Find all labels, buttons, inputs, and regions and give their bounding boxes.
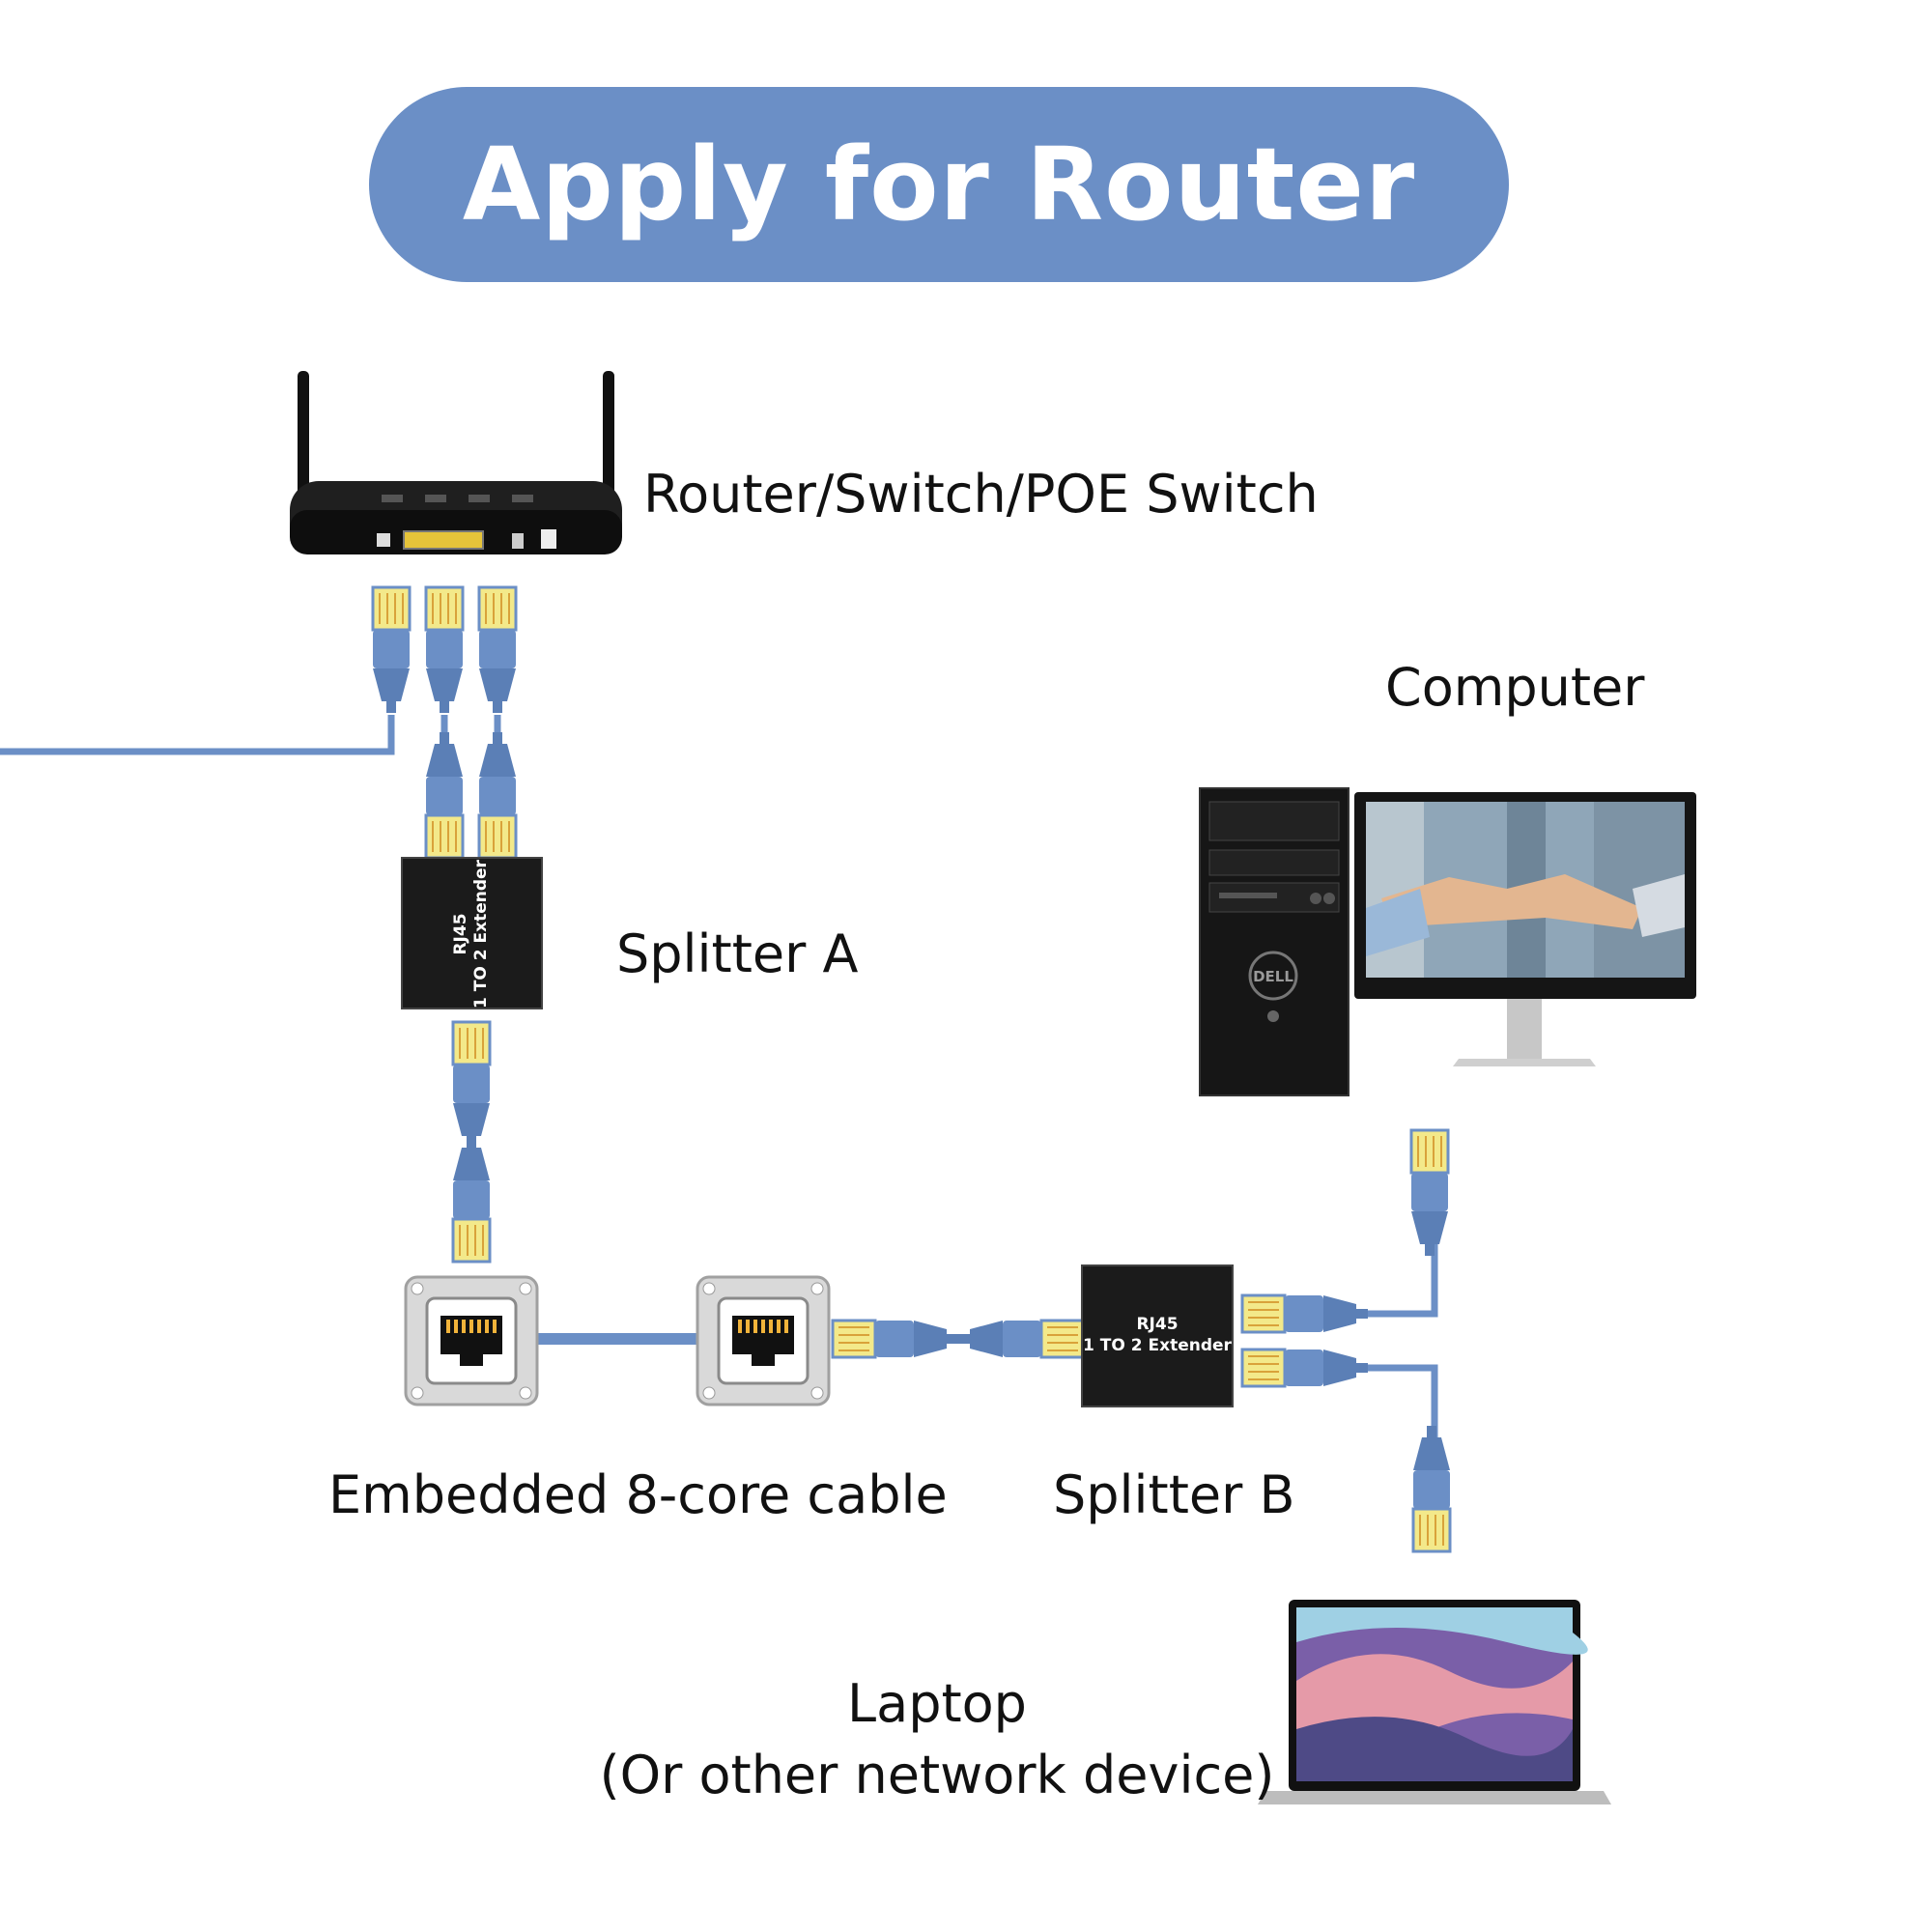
splitter-b-line2: 1 TO 2 Extender [1083,1336,1232,1355]
router-image [290,371,622,554]
wall-socket-b [696,1275,831,1406]
router-label: Router/Switch/POE Switch [643,464,1319,525]
laptop-plug [1411,1424,1452,1553]
splitter-b-in-plug [956,1319,1086,1359]
computer-tower-image: DELL [1199,787,1350,1096]
splitter-b-label: Splitter B [1053,1464,1295,1525]
cable-router-uplink [0,715,395,755]
dell-logo-text: DELL [1253,968,1293,985]
splitter-a-line1: RJ45 [451,913,470,954]
splitter-a-out-plug [451,1020,492,1150]
router-plug-1 [371,585,412,715]
splitter-b-out-plug-1 [1240,1293,1370,1334]
computer-label: Computer [1385,657,1645,718]
monitor-image [1354,792,1696,1066]
router-plug-2 [424,585,465,715]
laptop-label-line2: (Or other network device) [599,1745,1275,1805]
wall-socket-a [404,1275,539,1406]
splitter-a-line2: 1 TO 2 Extender [471,859,491,1008]
cable-splitter-b-laptop [1362,1364,1438,1439]
wall-a-plug [451,1134,492,1264]
wall-b-plug [831,1319,960,1359]
splitter-b-line1: RJ45 [1136,1315,1178,1334]
laptop-image [1258,1600,1611,1804]
cable-splitter-b-computer [1362,1236,1438,1318]
splitter-a-plug-1 [424,730,465,860]
title-banner: Apply for Router [369,87,1509,282]
splitter-b-image: RJ45 1 TO 2 Extender [1081,1264,1234,1407]
splitter-b-out-plug-2 [1240,1348,1370,1388]
banner-title: Apply for Router [462,126,1416,243]
laptop-label-line1: Laptop [847,1673,1027,1734]
splitter-a-image: RJ45 1 TO 2 Extender [401,857,543,1009]
splitter-a-plug-2 [477,730,518,860]
router-plug-3 [477,585,518,715]
splitter-a-label: Splitter A [616,923,859,984]
cable-label: Embedded 8-core cable [328,1464,948,1525]
computer-plug [1409,1128,1450,1258]
